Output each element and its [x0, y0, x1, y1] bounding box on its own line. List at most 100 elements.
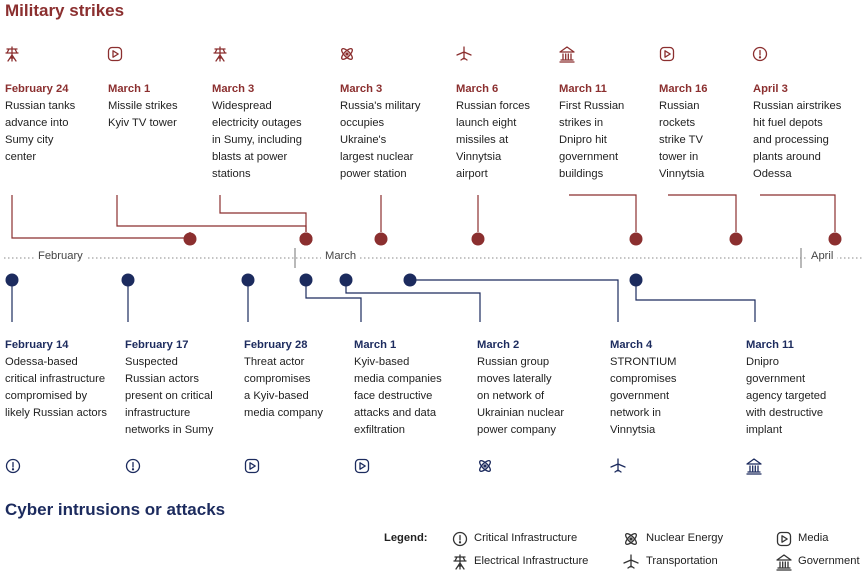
military-event-marker	[374, 232, 388, 246]
military-event-description: center	[5, 151, 37, 163]
cyber-event-description: media company	[244, 407, 323, 419]
legend-icon-transportation-icon	[623, 554, 639, 569]
cyber-event-description: STRONTIUM	[610, 356, 677, 368]
military-event-description: government	[559, 151, 619, 163]
military-event-description: tower in	[659, 151, 699, 163]
military-event-description: Russian forces	[456, 100, 530, 112]
military-strikes-title: Military strikes	[5, 1, 125, 20]
military-event-description: Missile strikes	[108, 100, 178, 112]
military-connector	[668, 194, 737, 232]
military-event-marker	[629, 232, 643, 246]
cyber-event-description: face destructive	[354, 390, 433, 402]
cyber-event-description: Ukrainian nuclear	[477, 407, 565, 419]
legend-label-government: Government	[798, 555, 860, 567]
cyber-event-description: network in	[610, 407, 661, 419]
cyber-attacks-title: Cyber intrusions or attacks	[5, 500, 226, 519]
cyber-event-marker	[339, 273, 353, 287]
legend-icon-government-icon	[776, 554, 792, 571]
military-event-marker	[183, 232, 197, 246]
cyber-event-description: Suspected	[125, 356, 178, 368]
military-event-description: Odessa	[753, 168, 792, 180]
military-event-marker	[471, 232, 485, 246]
military-event-description: Russian	[659, 100, 700, 112]
military-event-description: Russian airstrikes	[753, 100, 842, 112]
military-event-description: power station	[340, 168, 407, 180]
cyber-event-description: exfiltration	[354, 424, 405, 436]
cyber-connector	[410, 279, 619, 322]
military-event-description: occupies	[340, 117, 385, 129]
cyber-event-description: media companies	[354, 373, 442, 385]
military-connector	[219, 195, 307, 232]
legend-title: Legend:	[384, 532, 428, 544]
cyber-event-description: attacks and data	[354, 407, 437, 419]
military-event-description: Dnipro hit	[559, 134, 607, 146]
military-event-description: Vinnytsia	[659, 168, 705, 180]
legend-label-critical-infrastructure: Critical Infrastructure	[474, 532, 578, 544]
cyber-event-description: a Kyiv-based	[244, 390, 309, 402]
cyber-event-date: February 28	[244, 339, 308, 351]
military-event-description: strikes in	[559, 117, 604, 129]
cyber-event-marker	[121, 273, 135, 287]
military-event-description: blasts at power	[212, 151, 288, 163]
cyber-event-description: likely Russian actors	[5, 407, 107, 419]
military-event-description: stations	[212, 168, 251, 180]
cyber-event-description: Dnipro	[746, 356, 779, 368]
cyber-event-description: compromised by	[5, 390, 88, 402]
military-event-date: April 3	[753, 83, 788, 95]
military-event-description: Widespread	[212, 100, 272, 112]
cyber-event-marker	[241, 273, 255, 287]
military-event-marker	[828, 232, 842, 246]
military-connector	[11, 195, 191, 239]
cyber-event-icon-government-icon	[746, 458, 762, 475]
legend-label-nuclear-energy: Nuclear Energy	[646, 532, 724, 544]
military-event-description: launch eight	[456, 117, 517, 129]
month-label-april: April	[807, 250, 838, 262]
cyber-event-description: Russian actors	[125, 373, 199, 385]
legend-label-transportation: Transportation	[646, 555, 718, 567]
cyber-event-icon-media-icon	[244, 458, 260, 474]
legend-label-electrical-infrastructure: Electrical Infrastructure	[474, 555, 589, 567]
military-event-description: plants around	[753, 151, 821, 163]
military-event-description: strike TV	[659, 134, 703, 146]
cyber-event-date: March 2	[477, 339, 520, 351]
cyber-event-icon-nuclear-energy-icon	[479, 460, 491, 472]
cyber-event-description: compromises	[610, 373, 677, 385]
cyber-event-marker	[629, 273, 643, 287]
cyber-event-marker	[299, 273, 313, 287]
cyber-event-description: Vinnytsia	[610, 424, 656, 436]
legend-icon-electrical-infrastructure-icon	[453, 554, 467, 570]
military-event-description: buildings	[559, 168, 604, 180]
cyber-event-description: present on critical	[125, 390, 213, 402]
cyber-event-description: compromises	[244, 373, 311, 385]
military-event-date: March 3	[212, 83, 255, 95]
cyber-event-icon-critical-infrastructure-icon	[5, 458, 21, 474]
cyber-event-description: Russian group	[477, 356, 550, 368]
cyber-event-description: with destructive	[746, 407, 824, 419]
military-event-description: missiles at	[456, 134, 509, 146]
legend-icon-nuclear-energy-icon	[625, 533, 637, 545]
military-event-icon-transportation-icon	[456, 46, 472, 61]
military-event-icon-electrical-infrastructure-icon	[5, 46, 19, 62]
month-label-march: March	[321, 250, 361, 262]
military-event-date: February 24	[5, 83, 69, 95]
cyber-event-description: agency targeted	[746, 390, 827, 402]
military-event-date: March 3	[340, 83, 383, 95]
military-event-description: rockets	[659, 117, 696, 129]
cyber-event-date: March 11	[746, 339, 794, 351]
military-event-description: Russian tanks	[5, 100, 76, 112]
military-event-icon-media-icon	[107, 46, 123, 62]
cyber-event-description: on network of	[477, 390, 545, 402]
cyber-event-marker	[5, 273, 19, 287]
military-event-description: electricity outages	[212, 117, 302, 129]
cyber-event-description: Kyiv-based	[354, 356, 410, 368]
military-event-description: Vinnytsia	[456, 151, 502, 163]
cyber-event-date: February 17	[125, 339, 189, 351]
cyber-event-date: February 14	[5, 339, 69, 351]
military-connector	[569, 194, 637, 232]
cyber-event-icon-transportation-icon	[610, 458, 626, 473]
cyber-connector	[635, 286, 756, 322]
cyber-event-marker	[403, 273, 417, 287]
cyber-event-date: March 1	[354, 339, 397, 351]
